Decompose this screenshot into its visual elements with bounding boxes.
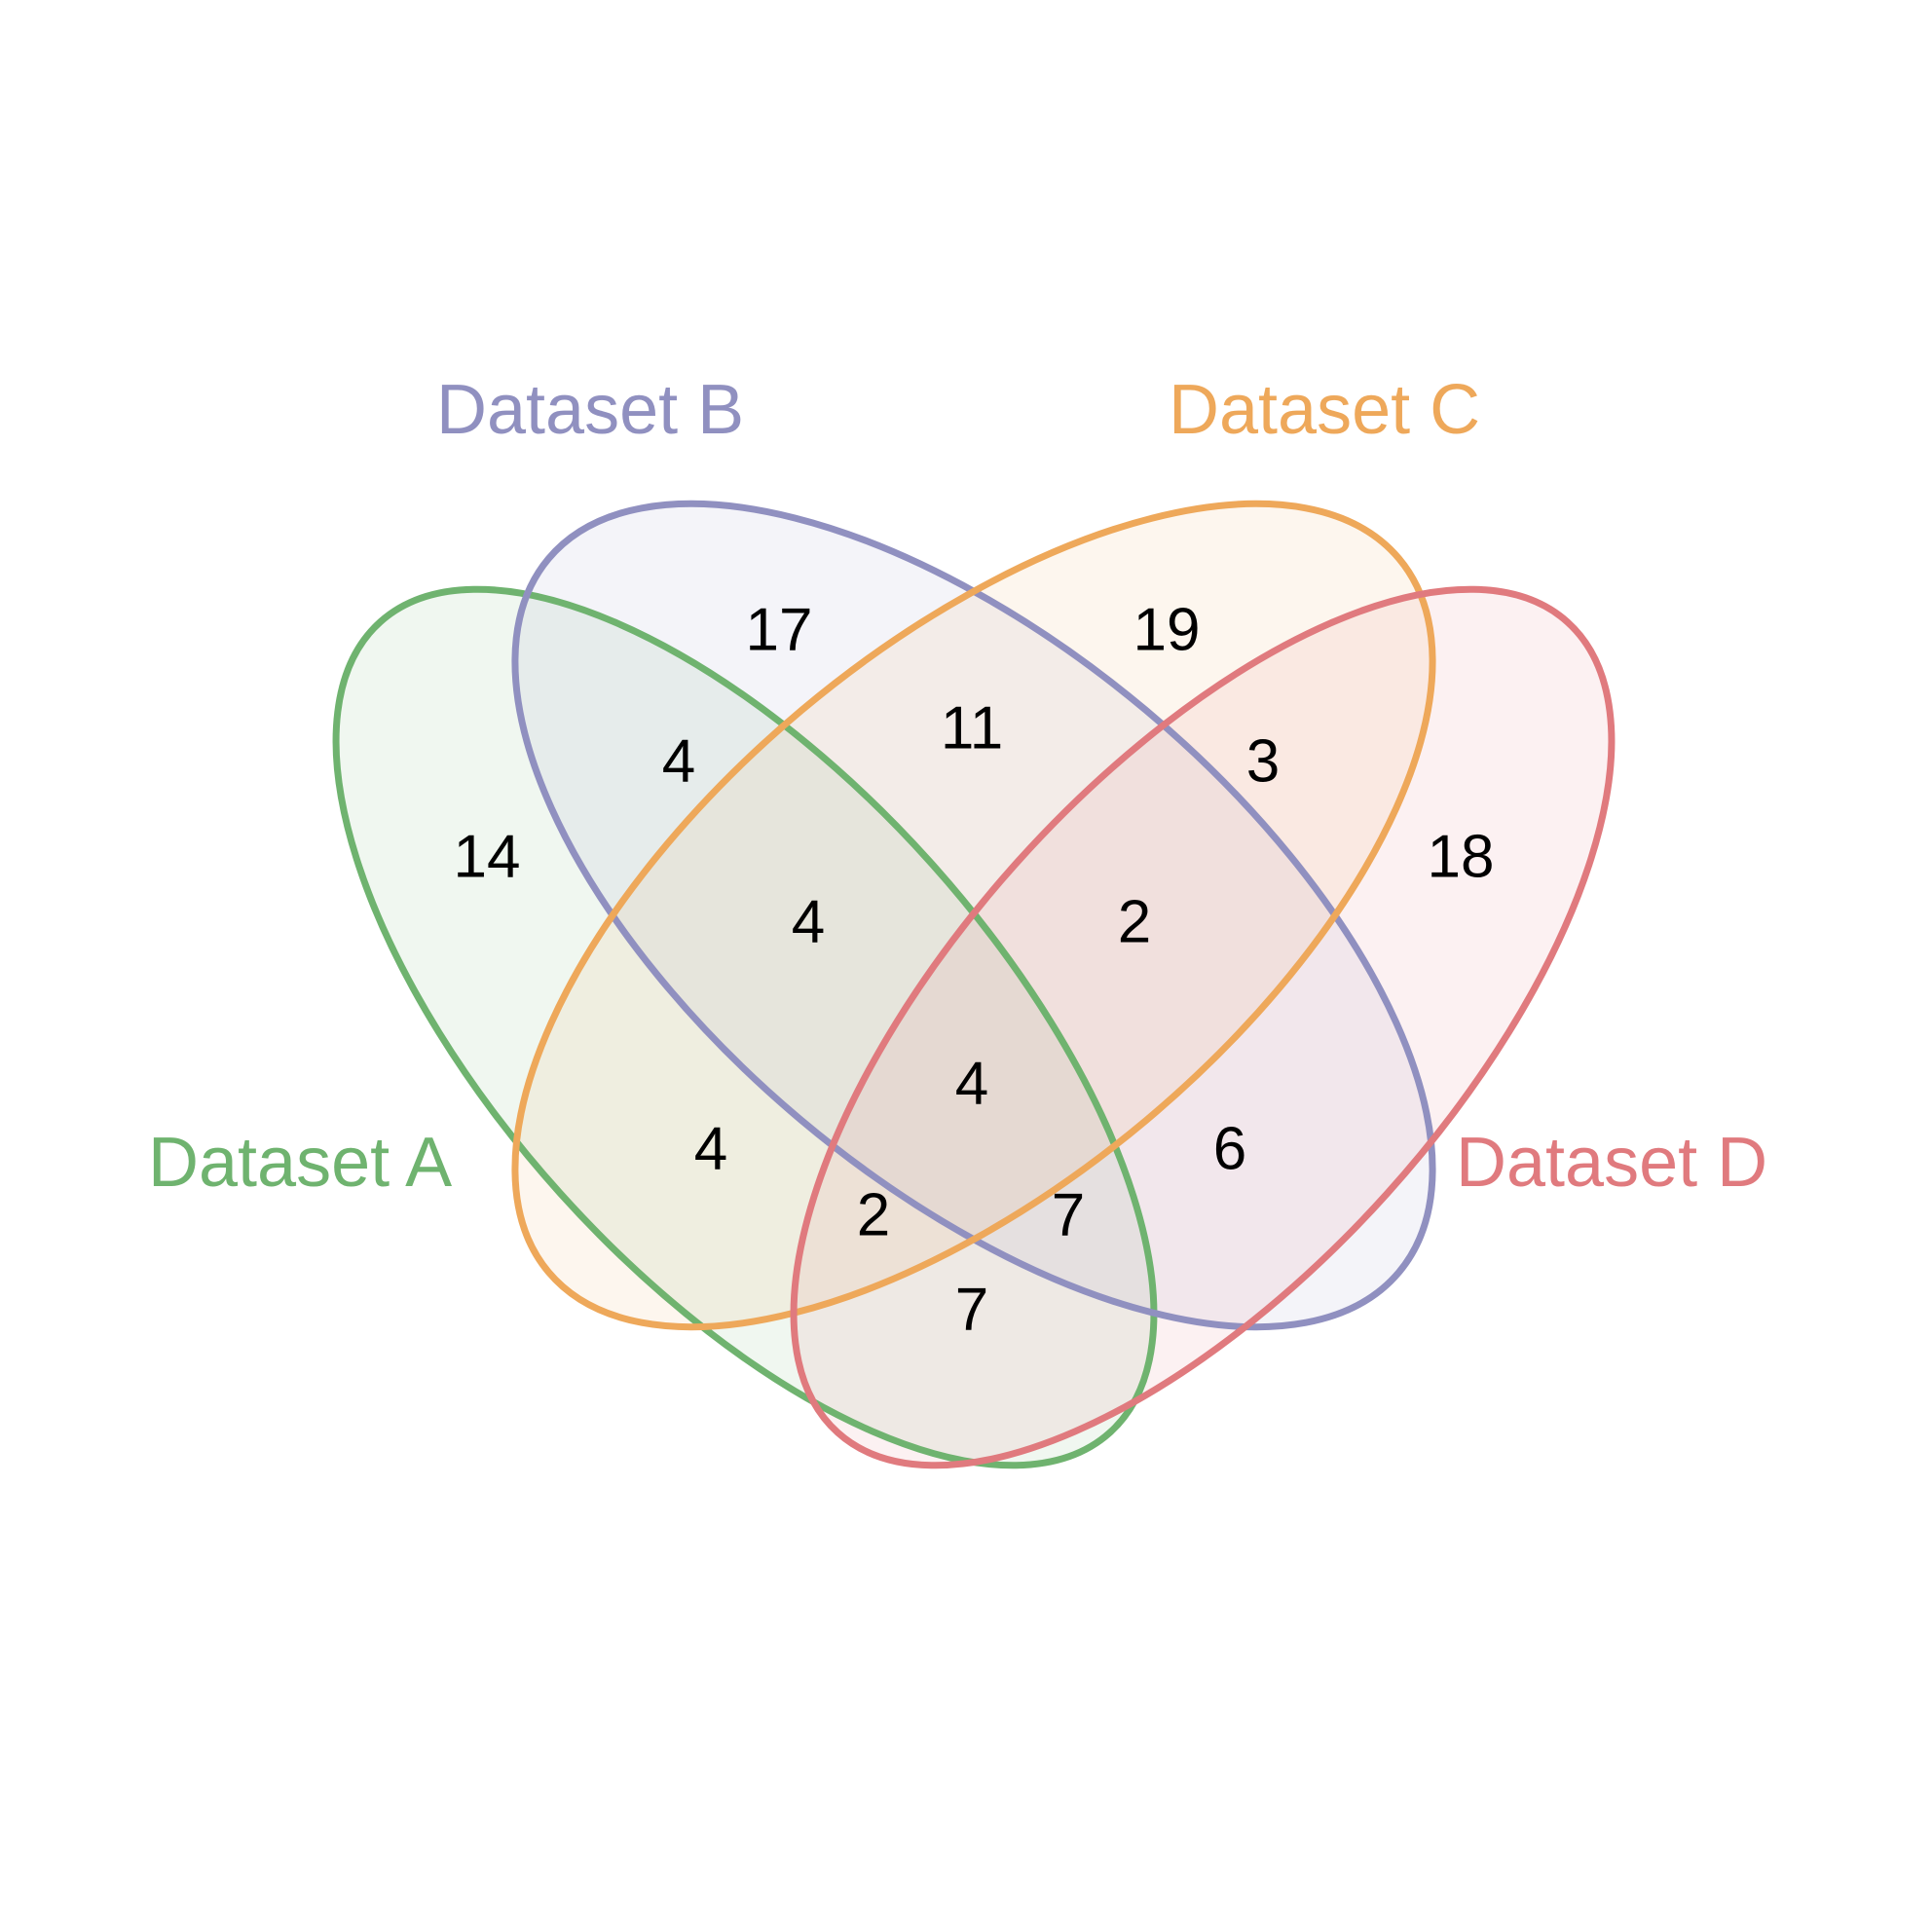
set-d-label: Dataset D [1456,1124,1767,1202]
set-d-fill [794,589,1612,1466]
set-a-outline [332,585,1158,1469]
region-count-a: 14 [454,824,521,891]
region-count-bd: 6 [1213,1116,1246,1183]
region-count-bc: 11 [941,695,1003,762]
set-c-label: Dataset C [1169,371,1480,449]
region-count-acd: 2 [857,1182,890,1249]
set-a-label: Dataset A [148,1124,452,1202]
set-labels: Dataset A Dataset B Dataset C Dataset D [148,371,1767,1202]
region-count-ac: 4 [694,1116,727,1183]
set-a-fill [336,589,1154,1466]
region-count-ab: 4 [662,728,695,796]
set-outlines [332,500,1616,1469]
region-count-cd: 3 [1246,728,1280,796]
region-count-b: 17 [746,597,813,664]
region-count-bcd: 2 [1118,889,1151,956]
region-count-abcd: 4 [955,1051,988,1118]
region-count-ad: 7 [955,1277,988,1344]
set-c-outline [511,500,1436,1331]
region-count-abd: 7 [1052,1182,1085,1249]
region-count-c: 19 [1133,597,1201,664]
set-b-label: Dataset B [436,371,744,449]
region-count-abc: 4 [792,889,825,956]
region-count-d: 18 [1428,824,1495,891]
set-fills [336,503,1612,1466]
set-b-outline [511,500,1436,1331]
set-d-outline [790,585,1616,1469]
